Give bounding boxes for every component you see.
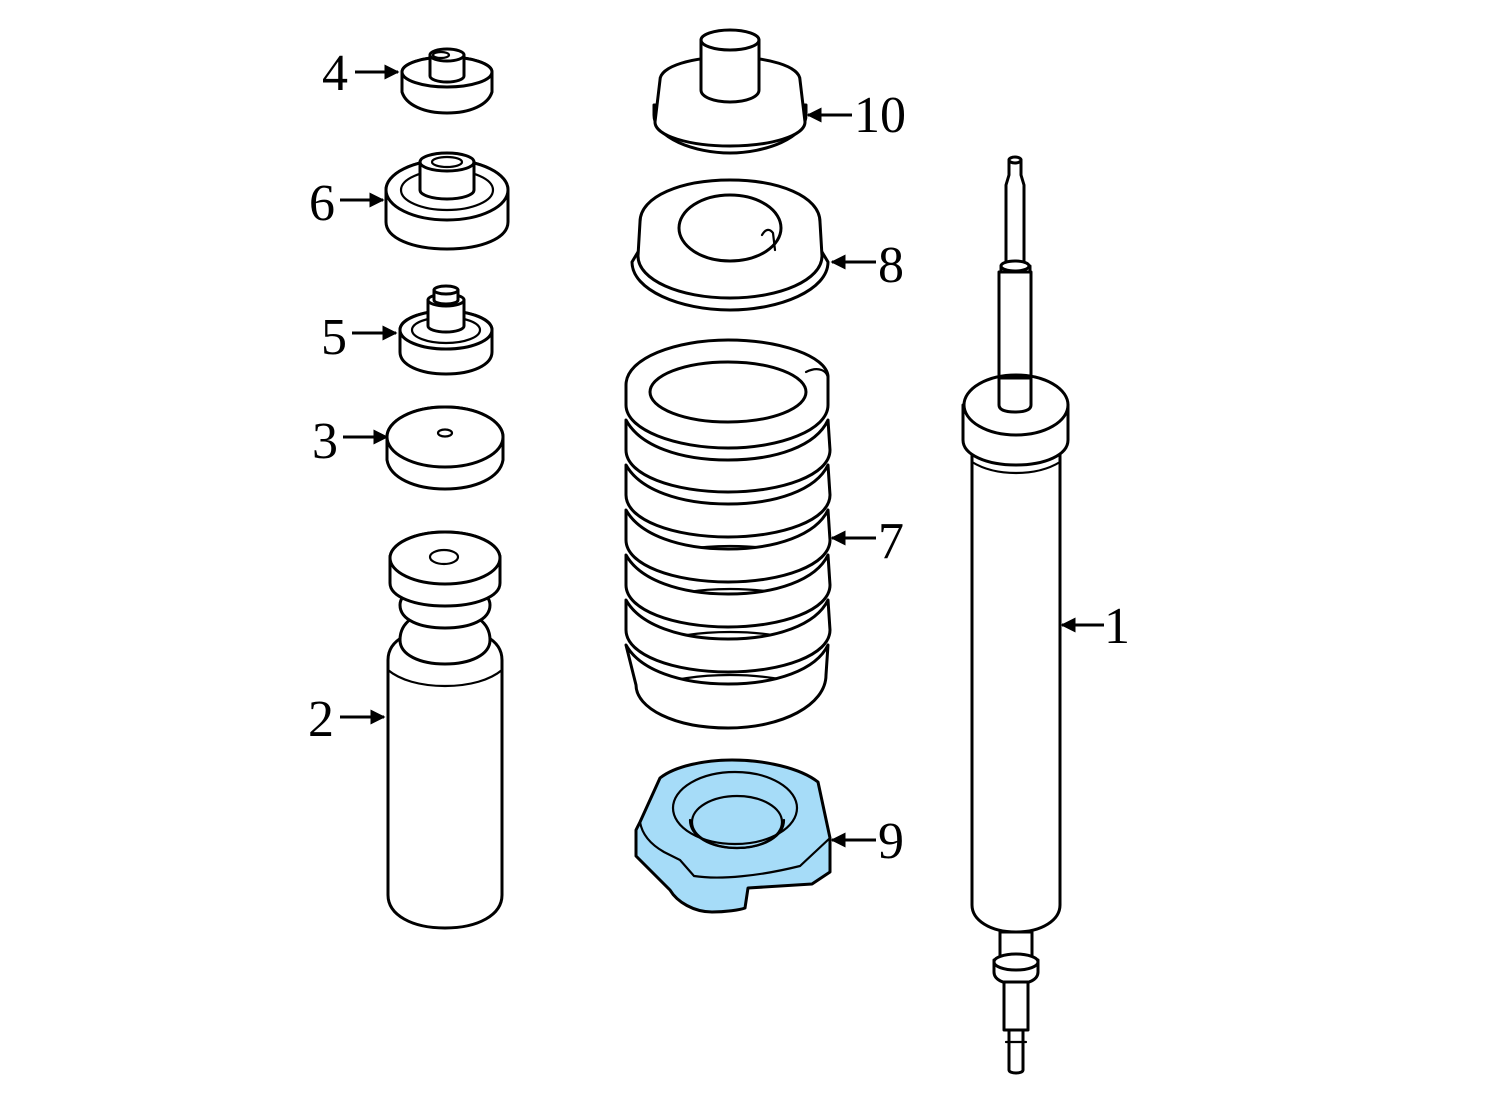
part-4-bump-cap[interactable] [400, 47, 494, 115]
part-8-spring-seat[interactable] [630, 178, 830, 312]
callout-9: 9 [878, 813, 904, 870]
part-6-top-mount[interactable] [384, 151, 510, 251]
callout-8: 8 [878, 237, 904, 294]
part-10-upper-isolator[interactable] [652, 28, 808, 155]
part-3-cap[interactable] [385, 405, 505, 491]
callout-7: 7 [878, 513, 904, 570]
callout-labels: 4 6 5 3 2 10 8 7 9 1 [308, 45, 1130, 870]
part-2-dust-boot[interactable] [386, 530, 504, 930]
callout-6: 6 [309, 175, 335, 232]
part-9-lower-isolator[interactable] [634, 758, 832, 914]
part-1-shock-absorber[interactable] [961, 155, 1070, 1075]
callout-2: 2 [308, 691, 334, 748]
callout-4: 4 [322, 45, 348, 102]
callout-3: 3 [312, 413, 338, 470]
callout-1: 1 [1104, 598, 1130, 655]
part-5-small-mount[interactable] [398, 284, 494, 376]
part-7-coil-spring[interactable] [624, 338, 832, 730]
callout-5: 5 [321, 309, 347, 366]
leader-arrows [340, 64, 1104, 848]
callout-10: 10 [854, 87, 906, 144]
